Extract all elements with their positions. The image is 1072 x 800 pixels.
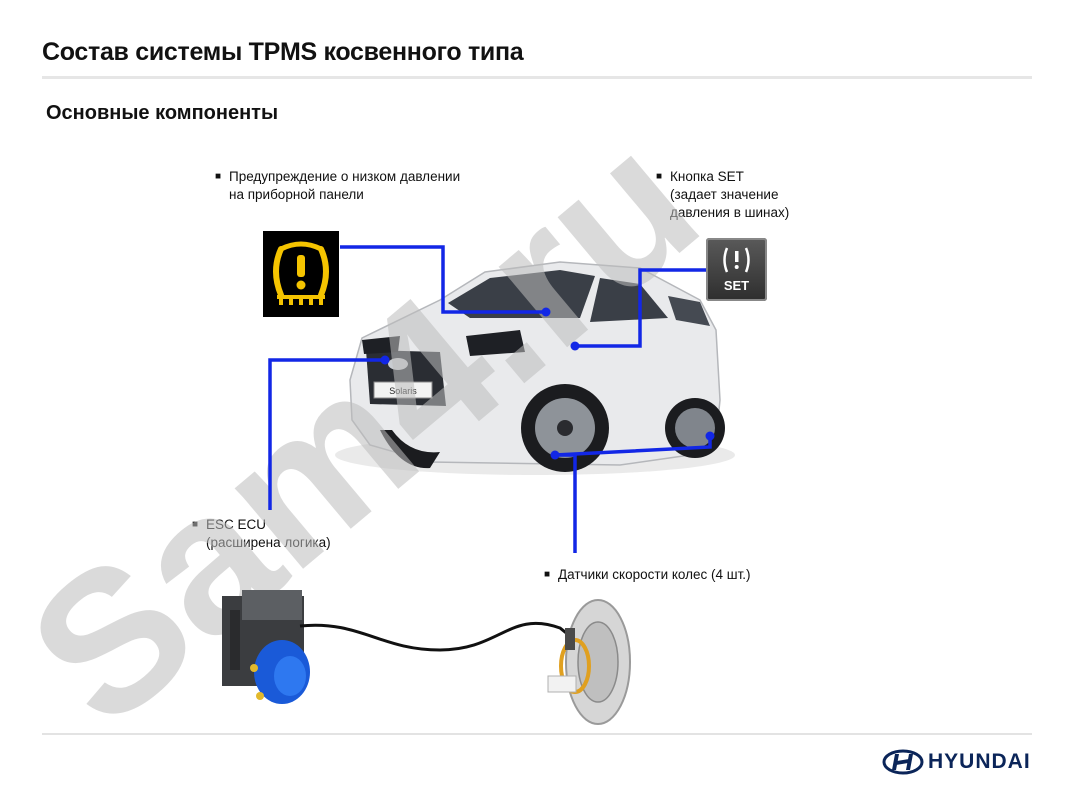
tpms-set-icon bbox=[723, 247, 750, 273]
set-button-image: SET bbox=[706, 238, 767, 301]
esc-ecu-module bbox=[222, 590, 310, 704]
set-button-caption: ■ Кнопка SET (задает значение давления в… bbox=[656, 169, 790, 220]
hyundai-wordmark: HYUNDAI bbox=[928, 750, 1031, 773]
esc-caption: ■ ESC ECU (расширена логика) bbox=[192, 517, 331, 550]
hyundai-emblem-icon bbox=[882, 749, 924, 775]
wheel-speed-sensor-disc bbox=[547, 599, 631, 725]
hyundai-logo: HYUNDAI bbox=[882, 747, 1034, 777]
tire-pressure-warning-lamp bbox=[263, 231, 339, 317]
warning-caption: ■ Предупреждение о низком давлении на пр… bbox=[215, 169, 461, 202]
car-illustration: Solaris bbox=[335, 261, 735, 475]
sensors-caption: ■ Датчики скорости колес (4 шт.) bbox=[544, 567, 751, 582]
title-divider bbox=[42, 76, 1032, 79]
footer-divider bbox=[42, 733, 1032, 735]
car-badge: Solaris bbox=[389, 386, 417, 396]
slide-title: Состав системы TPMS косвенного типа bbox=[42, 38, 524, 66]
connector-dots bbox=[380, 307, 715, 460]
slide-subtitle: Основные компоненты bbox=[46, 102, 279, 124]
sensor-cable bbox=[299, 621, 576, 652]
tpms-warning-icon bbox=[273, 241, 329, 305]
